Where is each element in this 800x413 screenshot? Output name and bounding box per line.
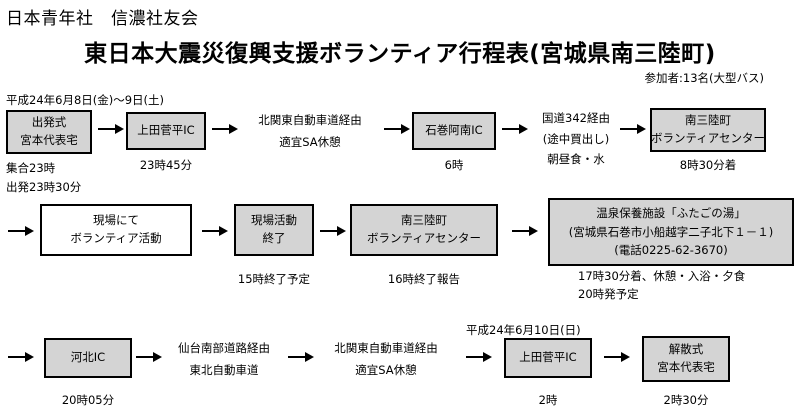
departure-note-depart: 出発23時30分 [6, 179, 82, 194]
ueda-ic-box: 上田菅平IC [126, 112, 206, 150]
page-title: 東日本大震災復興支援ボランティア行程表(宮城県南三陸町) [84, 41, 716, 67]
volunteer-center-2-time: 16時終了報告 [387, 272, 461, 286]
ueda-ic-time: 23時45分 [139, 158, 193, 172]
route-kitakanto-1: 北関東自動車道経由 適宜SA休憩 [240, 110, 380, 154]
volunteer-center-box-1: 南三陸町 ボランティアセンター [650, 108, 766, 152]
departure-notes: 集合23時 出発23時30分 [6, 159, 81, 197]
dismissal-line2: 宮本代表宅 [657, 360, 715, 374]
ueda-ic-return-time: 2時 [538, 393, 558, 407]
arrow-icon [8, 225, 34, 237]
ueda-ic-box-return: 上田菅平IC [504, 338, 592, 378]
ishinomaki-ic-box: 石巻阿南IC [412, 112, 496, 150]
arrow-icon [202, 225, 228, 237]
organization-name: 日本青年社 信濃社友会 [6, 9, 199, 29]
route-sendai: 仙台南部道路経由 東北自動車道 [162, 338, 286, 382]
activity-end-line1: 現場活動 [251, 213, 297, 228]
arrow-icon [320, 225, 346, 237]
kawakita-ic-label: 河北IC [70, 350, 106, 365]
activity-box: 現場にて ボランティア活動 [40, 204, 192, 256]
onsen-note-depart: 20時発予定 [578, 286, 639, 301]
arrow-icon [466, 351, 492, 363]
row3-date: 平成24年6月10日(日) [466, 323, 581, 337]
volunteer-center-1-time: 8時30分着 [679, 158, 737, 172]
arrow-icon [136, 351, 162, 363]
arrow-icon [384, 123, 410, 135]
route-kitakanto-2: 北関東自動車道経由 適宜SA休憩 [316, 338, 456, 382]
dismissal-box: 解散式 宮本代表宅 [642, 336, 730, 382]
departure-box-line1: 出発式 [31, 115, 67, 130]
route-kitakanto-1-line2: 適宜SA休憩 [279, 134, 341, 149]
activity-end-line2: 終了 [262, 231, 286, 245]
onsen-name: 温泉保養施設「ふたごの湯」 [596, 206, 746, 221]
arrow-icon [8, 351, 34, 363]
route-kitakanto-1-line1: 北関東自動車道経由 [258, 113, 362, 127]
kawakita-ic-box: 河北IC [44, 338, 132, 378]
ueda-ic-label: 上田菅平IC [137, 123, 195, 138]
ishinomaki-ic-time: 6時 [444, 158, 464, 172]
onsen-notes: 17時30分着、休憩・入浴・夕食 20時発予定 [578, 268, 745, 304]
route-kitakanto-2-line1: 北関東自動車道経由 [334, 341, 438, 355]
route-342-line3: 朝昼食・水 [547, 152, 605, 167]
kawakita-ic-time: 20時05分 [61, 393, 115, 407]
onsen-box: 温泉保養施設「ふたごの湯」 (宮城県石巻市小船越字二子北下１－１) (電話022… [548, 198, 794, 266]
route-kitakanto-2-line2: 適宜SA休憩 [355, 362, 417, 377]
arrow-icon [98, 123, 124, 135]
activity-line2: ボランティア活動 [70, 231, 162, 245]
ishinomaki-ic-label: 石巻阿南IC [425, 123, 483, 138]
ueda-ic-return-label: 上田菅平IC [519, 350, 577, 365]
departure-note-assemble: 集合23時 [6, 161, 56, 175]
volunteer-center-2-line2: ボランティアセンター [366, 231, 482, 245]
arrow-icon [288, 351, 314, 363]
volunteer-center-1-line2: ボランティアセンター [650, 131, 766, 145]
onsen-address: (宮城県石巻市小船越字二子北下１－１) [568, 224, 774, 239]
departure-box-line2: 宮本代表宅 [20, 133, 78, 147]
arrow-icon [212, 123, 238, 135]
route-sendai-line1: 仙台南部道路経由 [178, 341, 270, 355]
dismissal-time: 2時30分 [663, 393, 709, 407]
arrow-icon [604, 351, 630, 363]
activity-end-box: 現場活動 終了 [234, 204, 314, 256]
volunteer-center-2-line1: 南三陸町 [401, 213, 447, 228]
route-342-line2: (途中買出し) [542, 131, 610, 146]
volunteer-center-1-line1: 南三陸町 [685, 113, 731, 128]
volunteer-center-box-2: 南三陸町 ボランティアセンター [350, 204, 498, 256]
activity-line1: 現場にて [93, 213, 139, 228]
route-342: 国道342経由 (途中買出し) 朝昼食・水 [528, 108, 624, 170]
route-sendai-line2: 東北自動車道 [189, 362, 259, 377]
onsen-note-arrival: 17時30分着、休憩・入浴・夕食 [578, 269, 746, 283]
arrow-icon [512, 225, 538, 237]
departure-box: 出発式 宮本代表宅 [6, 110, 92, 154]
activity-end-time: 15時終了予定 [237, 272, 311, 286]
row1-date: 平成24年6月8日(金)～9日(土) [6, 93, 165, 107]
participants-note: 参加者:13名(大型バス) [644, 71, 764, 85]
arrow-icon [502, 123, 528, 135]
route-342-line1: 国道342経由 [542, 111, 610, 125]
dismissal-line1: 解散式 [668, 342, 704, 357]
onsen-phone: (電話0225-62-3670) [614, 243, 728, 258]
arrow-icon [620, 123, 646, 135]
